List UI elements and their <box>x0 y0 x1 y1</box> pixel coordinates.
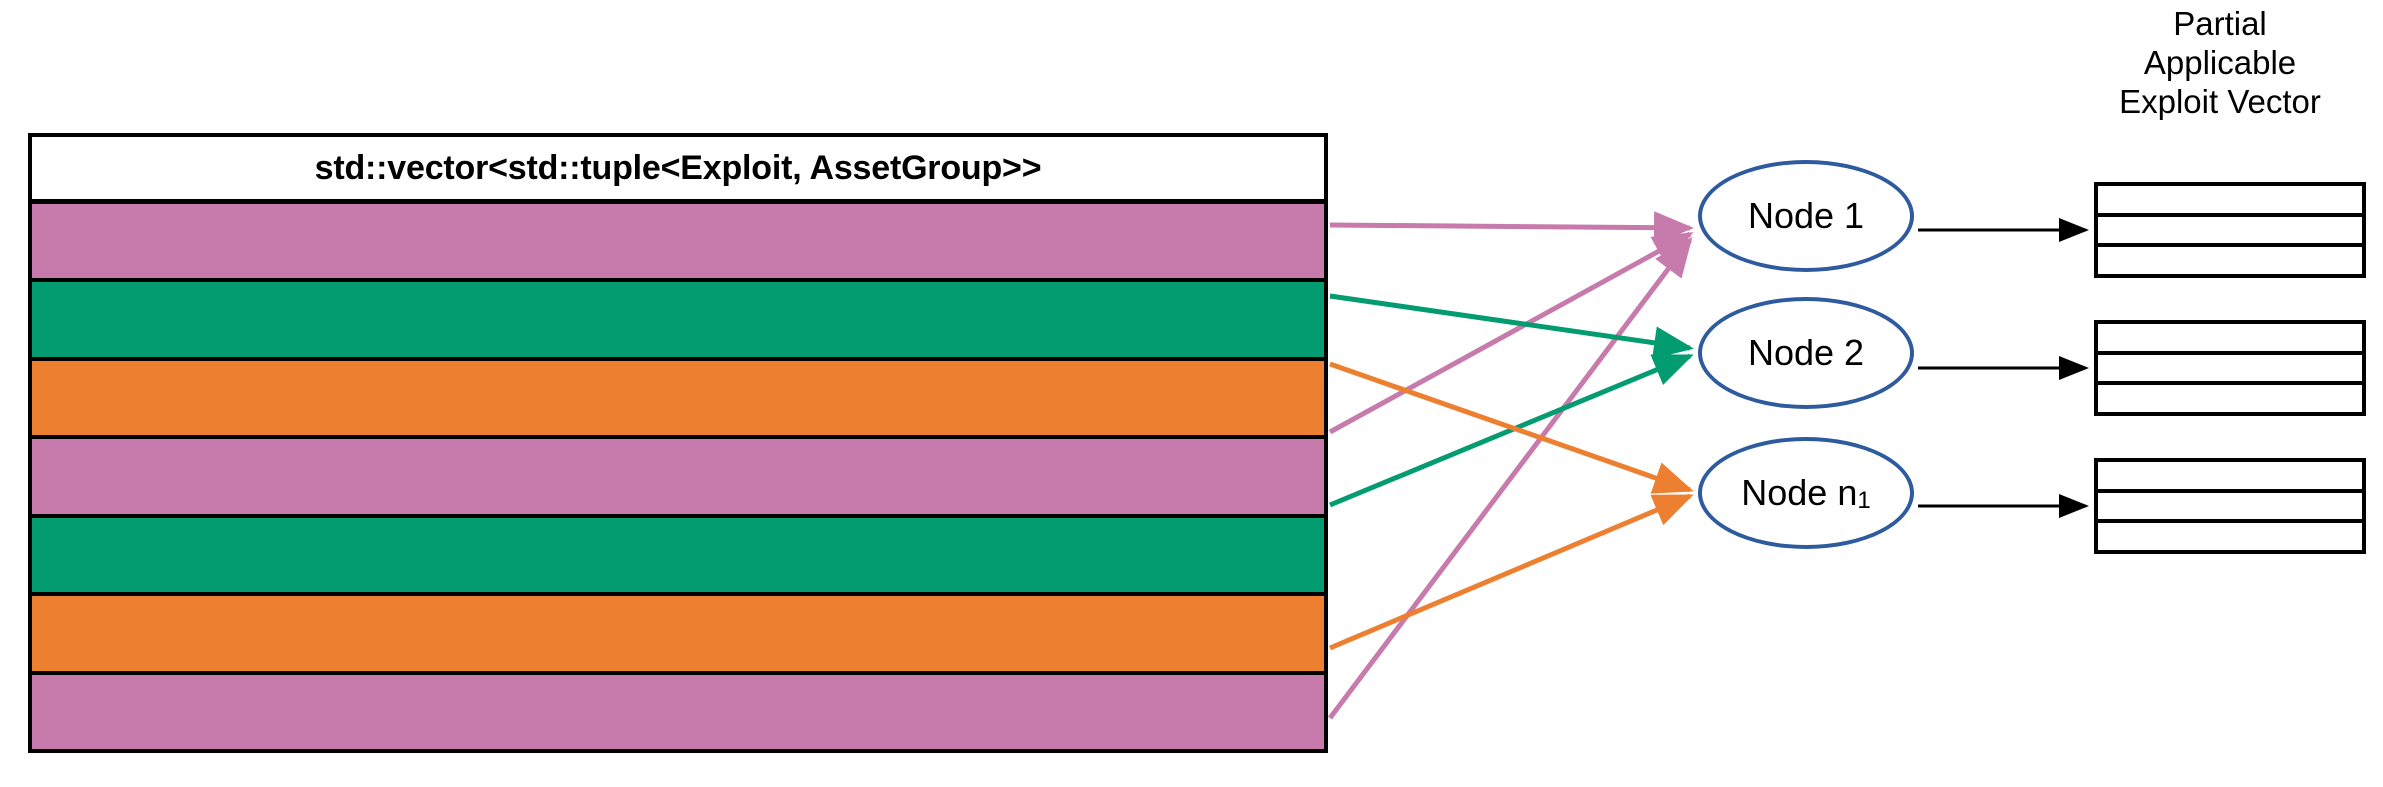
link-row5-node2 <box>1329 353 1694 508</box>
table-row <box>32 596 1324 675</box>
vector-cell <box>2098 523 2362 550</box>
vector-cell <box>2098 324 2362 355</box>
caption-line-2: Applicable <box>2143 44 2297 81</box>
vector-cell <box>2098 493 2362 524</box>
node-1-label: Node 1 <box>1747 195 1865 236</box>
partial-exploit-vector-3 <box>2094 458 2366 554</box>
table-row <box>32 439 1324 518</box>
partial-exploit-vector-1 <box>2094 182 2366 278</box>
table-row <box>32 360 1324 440</box>
table-row <box>32 674 1324 749</box>
table-row <box>32 517 1324 597</box>
table-row <box>32 282 1324 361</box>
vector-table-header: std::vector<std::tuple<Exploit, AssetGro… <box>32 137 1324 204</box>
partial-exploit-vector-2 <box>2094 320 2366 416</box>
node-2[interactable]: Node 2 <box>1698 297 1914 409</box>
vector-cell <box>2098 462 2362 493</box>
caption-line-3: Exploit Vector <box>2119 83 2321 120</box>
link-row6-noden <box>1329 493 1694 651</box>
vector-cell <box>2098 385 2362 412</box>
vector-cell <box>2098 355 2362 386</box>
link-row3-noden <box>1329 361 1694 494</box>
link-row4-node1 <box>1328 231 1694 435</box>
partial-exploit-vector-caption: Partial Applicable Exploit Vector <box>2060 4 2380 121</box>
node-2-label: Node 2 <box>1747 332 1865 373</box>
node-1[interactable]: Node 1 <box>1698 160 1914 272</box>
link-row2-node2 <box>1329 293 1694 360</box>
table-row <box>32 204 1324 283</box>
vector-cell <box>2098 217 2362 248</box>
node-n1-label: Node n <box>1741 472 1858 513</box>
caption-line-1: Partial <box>2173 5 2267 42</box>
link-row7-node1 <box>1328 236 1693 720</box>
vector-cell <box>2098 186 2362 217</box>
vector-table: std::vector<std::tuple<Exploit, AssetGro… <box>28 133 1328 753</box>
link-row1-node1 <box>1329 211 1694 245</box>
vector-cell <box>2098 247 2362 274</box>
